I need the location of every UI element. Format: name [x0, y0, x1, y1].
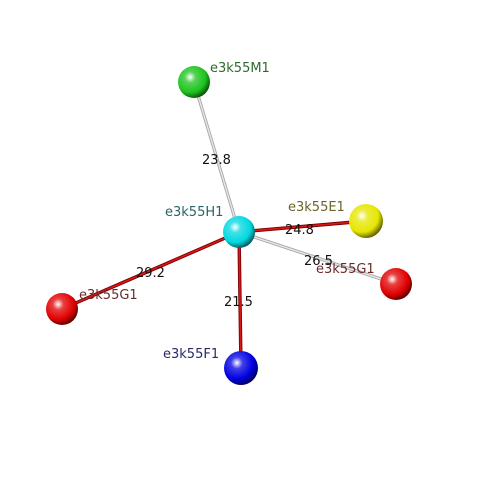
- atom-e3k55g1-4[interactable]: [46, 293, 78, 325]
- atom-label-5: e3k55F1: [163, 347, 219, 362]
- atom-label-1: e3k55M1: [210, 61, 270, 76]
- atom-label-3: e3k55G1: [316, 262, 375, 277]
- bond-2: [237, 219, 368, 234]
- bond-3: [237, 230, 398, 286]
- bond-1: [192, 80, 241, 234]
- atom-label-2: e3k55E1: [288, 200, 345, 215]
- bond-5: [237, 230, 243, 370]
- atom-e3k55e1-2[interactable]: [349, 204, 383, 238]
- atom-e3k55f1-5[interactable]: [224, 351, 258, 385]
- atom-center-e3k55h1[interactable]: [223, 216, 255, 248]
- bond-4: [60, 230, 241, 311]
- distance-label-1: 23.8: [202, 153, 231, 168]
- distance-label-3: 26.5: [304, 254, 333, 269]
- center-atom-label: e3k55H1: [165, 205, 223, 220]
- atom-label-4: e3k55G1: [79, 288, 138, 303]
- edges-layer: [60, 80, 398, 370]
- distance-label-2: 24.8: [285, 223, 314, 238]
- atom-e3k55g1-3[interactable]: [380, 268, 412, 300]
- distance-label-4: 29.2: [136, 266, 165, 281]
- distance-label-5: 21.5: [224, 295, 253, 310]
- labels-layer: e3k55M1 e3k55E1 e3k55G1 e3k55G1 e3k55F1 e3k55…: [79, 61, 375, 362]
- atom-e3k55m1-1[interactable]: [178, 66, 210, 98]
- atoms-layer: [46, 66, 412, 385]
